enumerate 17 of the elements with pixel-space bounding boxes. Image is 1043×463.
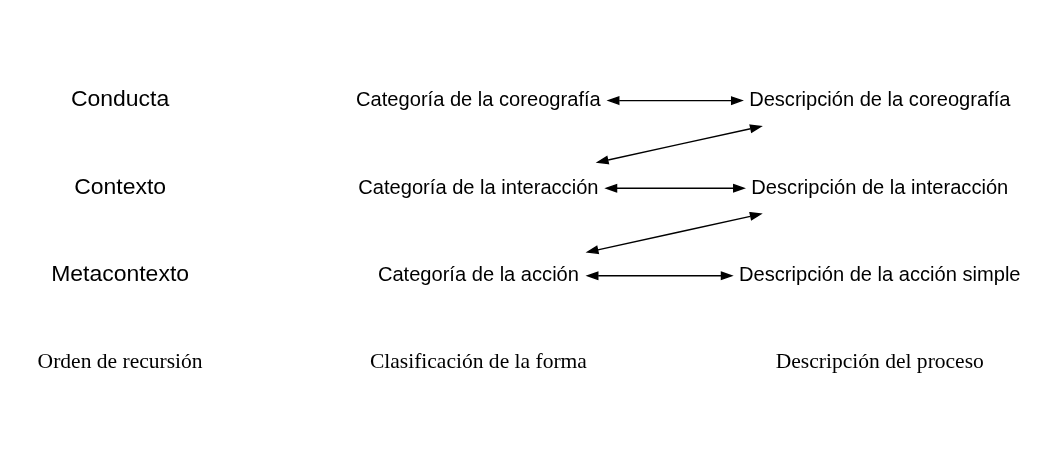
label: Orden de recursión: [37, 348, 203, 373]
arrow: [595, 123, 763, 164]
node-text: Categoría de la acción: [377, 262, 579, 285]
node-text: Categoría de la coreografía: [356, 87, 601, 110]
label: Clasificación de la forma: [369, 348, 587, 373]
arrow: [585, 270, 734, 280]
node-text: Descripción de la coreografía: [749, 87, 1011, 110]
arrow: [585, 211, 763, 254]
label: Metacontexto: [51, 259, 190, 286]
label: Descripción del proceso: [775, 348, 984, 373]
arrow: [604, 183, 746, 193]
label: Contexto: [74, 172, 167, 199]
node-text: Descripción de la interacción: [751, 175, 1009, 198]
node-text: Categoría de la interacción: [358, 175, 599, 198]
arrow: [606, 95, 744, 105]
label: Conducta: [70, 84, 170, 111]
node-text: Descripción de la acción simple: [739, 262, 1021, 285]
